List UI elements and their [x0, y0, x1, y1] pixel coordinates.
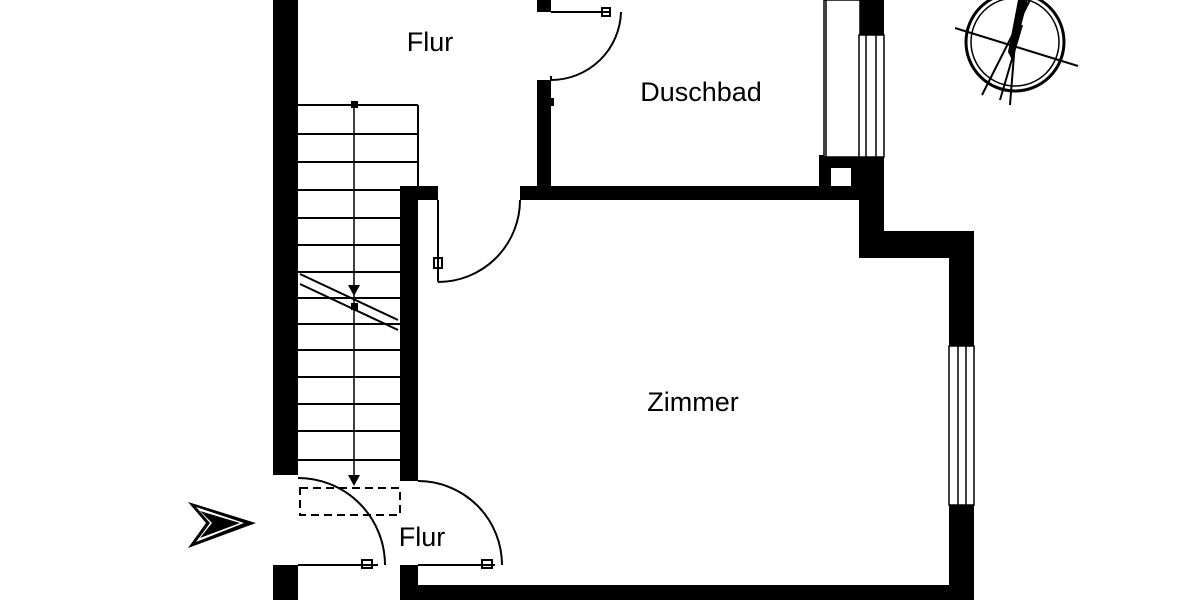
wall-stair-right — [400, 186, 418, 481]
wall-bath-left — [537, 80, 551, 188]
door-zimmer — [437, 199, 521, 283]
door-entrance-handle — [361, 559, 373, 569]
room-label-zimmer: Zimmer — [647, 387, 738, 417]
wall-bottom-pier — [400, 565, 418, 600]
stair-start-marker — [351, 101, 358, 108]
stair-mid-marker — [351, 303, 358, 310]
window-bath — [823, 0, 885, 158]
door-zimmer-handle — [433, 257, 443, 269]
door-bath — [550, 11, 622, 81]
wall-bottom-left — [273, 565, 298, 600]
room-label-flur-bottom: Flur — [399, 522, 446, 552]
compass-icon — [954, 0, 1079, 106]
wall-right-mid — [949, 231, 974, 346]
door-flur-zimmer-handle — [481, 559, 493, 569]
wall-left-outer — [273, 0, 298, 475]
stair-arrow-bottom — [348, 475, 360, 486]
wall-bath-bottom — [520, 186, 860, 200]
wall-bottom — [400, 585, 974, 600]
entrance-arrow-inner — [200, 511, 240, 538]
door-bath-handle — [601, 7, 611, 17]
wall-bath-left-top — [537, 0, 551, 12]
door-entrance — [297, 477, 386, 566]
shaft-inner — [831, 168, 851, 186]
stair-arrow-mid — [348, 285, 360, 296]
door-bath-hinge — [546, 98, 554, 106]
room-label-flur-top: Flur — [407, 27, 454, 57]
stair-landing-dashed — [299, 487, 401, 516]
room-label-duschbad: Duschbad — [640, 77, 762, 107]
wall-right-lower — [949, 505, 974, 600]
window-zimmer — [948, 345, 975, 506]
